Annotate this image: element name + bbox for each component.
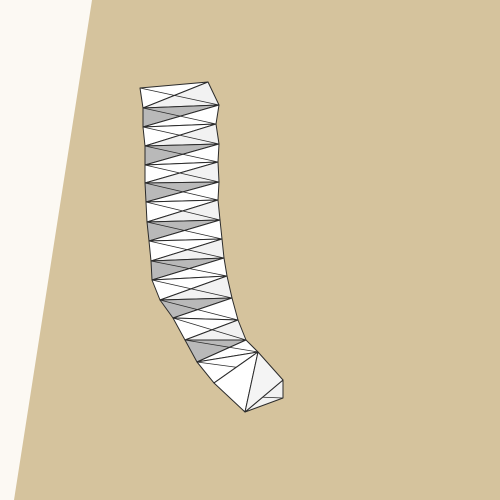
fold-crease-0 [139,87,220,106]
fold-crease-13 [184,339,259,353]
fold-crease-9 [150,260,228,277]
fold-crease-11 [159,299,239,321]
fold-crease-8 [148,240,225,259]
origami-strip-model[interactable] [139,81,284,413]
fold-crease-1 [142,107,217,125]
fold-crease-6 [145,201,221,221]
fold-tail-flap-2 [244,351,284,413]
fold-crease-4 [144,164,220,183]
fold-crease-10 [151,279,233,299]
fold-crease-2 [142,126,220,145]
ground-plane [14,0,500,500]
fold-crease-7 [146,221,223,240]
fold-crease-12 [172,317,247,341]
fold-crease-5 [144,182,219,201]
fold-crease-3 [144,145,219,163]
